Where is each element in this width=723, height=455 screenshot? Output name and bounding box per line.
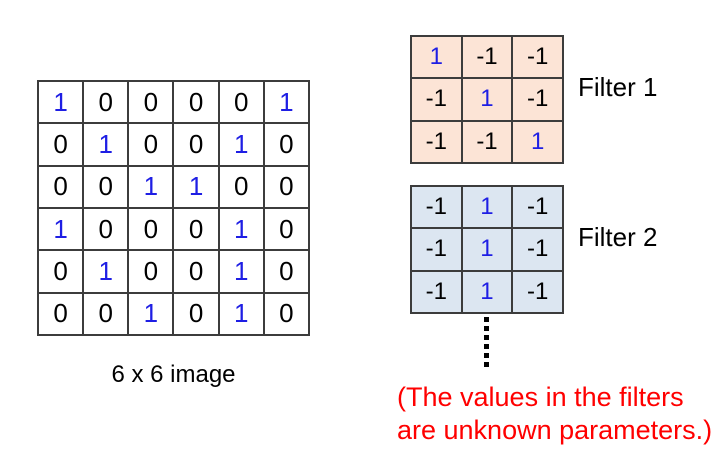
filter-1-cell: 1 bbox=[410, 34, 463, 80]
filter-1-cell: -1 bbox=[460, 34, 514, 80]
filter-1-cell: -1 bbox=[410, 77, 463, 122]
image-cell: 0 bbox=[262, 164, 311, 209]
image-cell: 1 bbox=[127, 291, 175, 337]
image-cell: 1 bbox=[217, 291, 265, 337]
filter-2-cell: -1 bbox=[511, 227, 564, 272]
filter-2-cell: -1 bbox=[410, 184, 463, 230]
image-cell: 0 bbox=[262, 206, 311, 252]
image-cell: 1 bbox=[82, 249, 130, 294]
image-cell: 0 bbox=[36, 164, 85, 209]
image-cell: 0 bbox=[217, 79, 265, 125]
image-cell: 1 bbox=[36, 206, 85, 252]
filter-1-cell: -1 bbox=[410, 119, 463, 165]
image-cell: 0 bbox=[36, 122, 85, 167]
filter-2-cell: -1 bbox=[410, 269, 463, 315]
image-cell: 1 bbox=[36, 79, 85, 125]
filter-2-cell: -1 bbox=[410, 227, 463, 272]
image-cell: 0 bbox=[172, 291, 220, 337]
image-cell: 0 bbox=[127, 122, 175, 167]
image-cell: 1 bbox=[217, 249, 265, 294]
image-cell: 0 bbox=[172, 249, 220, 294]
image-cell: 1 bbox=[217, 122, 265, 167]
image-cell: 0 bbox=[36, 249, 85, 294]
vertical-ellipsis-icon bbox=[484, 317, 489, 367]
image-cell: 1 bbox=[172, 164, 220, 209]
filter-2-cell: 1 bbox=[460, 269, 514, 315]
filters-note-line-1: (The values in the filters bbox=[397, 382, 684, 412]
image-cell: 0 bbox=[127, 249, 175, 294]
image-cell: 0 bbox=[262, 122, 311, 167]
filter-2-cell: 1 bbox=[460, 227, 514, 272]
filter-2-cell: 1 bbox=[460, 184, 514, 230]
image-cell: 0 bbox=[127, 206, 175, 252]
image-cell: 0 bbox=[82, 291, 130, 337]
image-cell: 0 bbox=[82, 206, 130, 252]
image-cell: 1 bbox=[262, 79, 311, 125]
filter-1-cell: 1 bbox=[511, 119, 564, 165]
filters-note: (The values in the filters are unknown p… bbox=[397, 381, 712, 447]
filters-note-line-2: are unknown parameters.) bbox=[397, 415, 713, 445]
image-cell: 0 bbox=[172, 206, 220, 252]
image-cell: 0 bbox=[262, 249, 311, 294]
filter-2-cell: -1 bbox=[511, 184, 564, 230]
image-cell: 0 bbox=[172, 122, 220, 167]
filter-1-cell: -1 bbox=[511, 77, 564, 122]
image-cell: 0 bbox=[82, 79, 130, 125]
image-caption: 6 x 6 image bbox=[111, 361, 236, 388]
image-cell: 0 bbox=[217, 164, 265, 209]
image-cell: 0 bbox=[127, 79, 175, 125]
image-cell: 0 bbox=[36, 291, 85, 337]
filter-1-label: Filter 1 bbox=[578, 72, 658, 102]
image-cell: 0 bbox=[172, 79, 220, 125]
filter-1-cell: -1 bbox=[511, 34, 564, 80]
image-cell: 1 bbox=[127, 164, 175, 209]
image-cell: 1 bbox=[82, 122, 130, 167]
filter-2-cell: -1 bbox=[511, 269, 564, 315]
image-cell: 0 bbox=[262, 291, 311, 337]
filter-2-label: Filter 2 bbox=[578, 222, 658, 252]
filter-1-cell: 1 bbox=[460, 77, 514, 122]
image-cell: 1 bbox=[217, 206, 265, 252]
filter-1-cell: -1 bbox=[460, 119, 514, 165]
image-cell: 0 bbox=[82, 164, 130, 209]
